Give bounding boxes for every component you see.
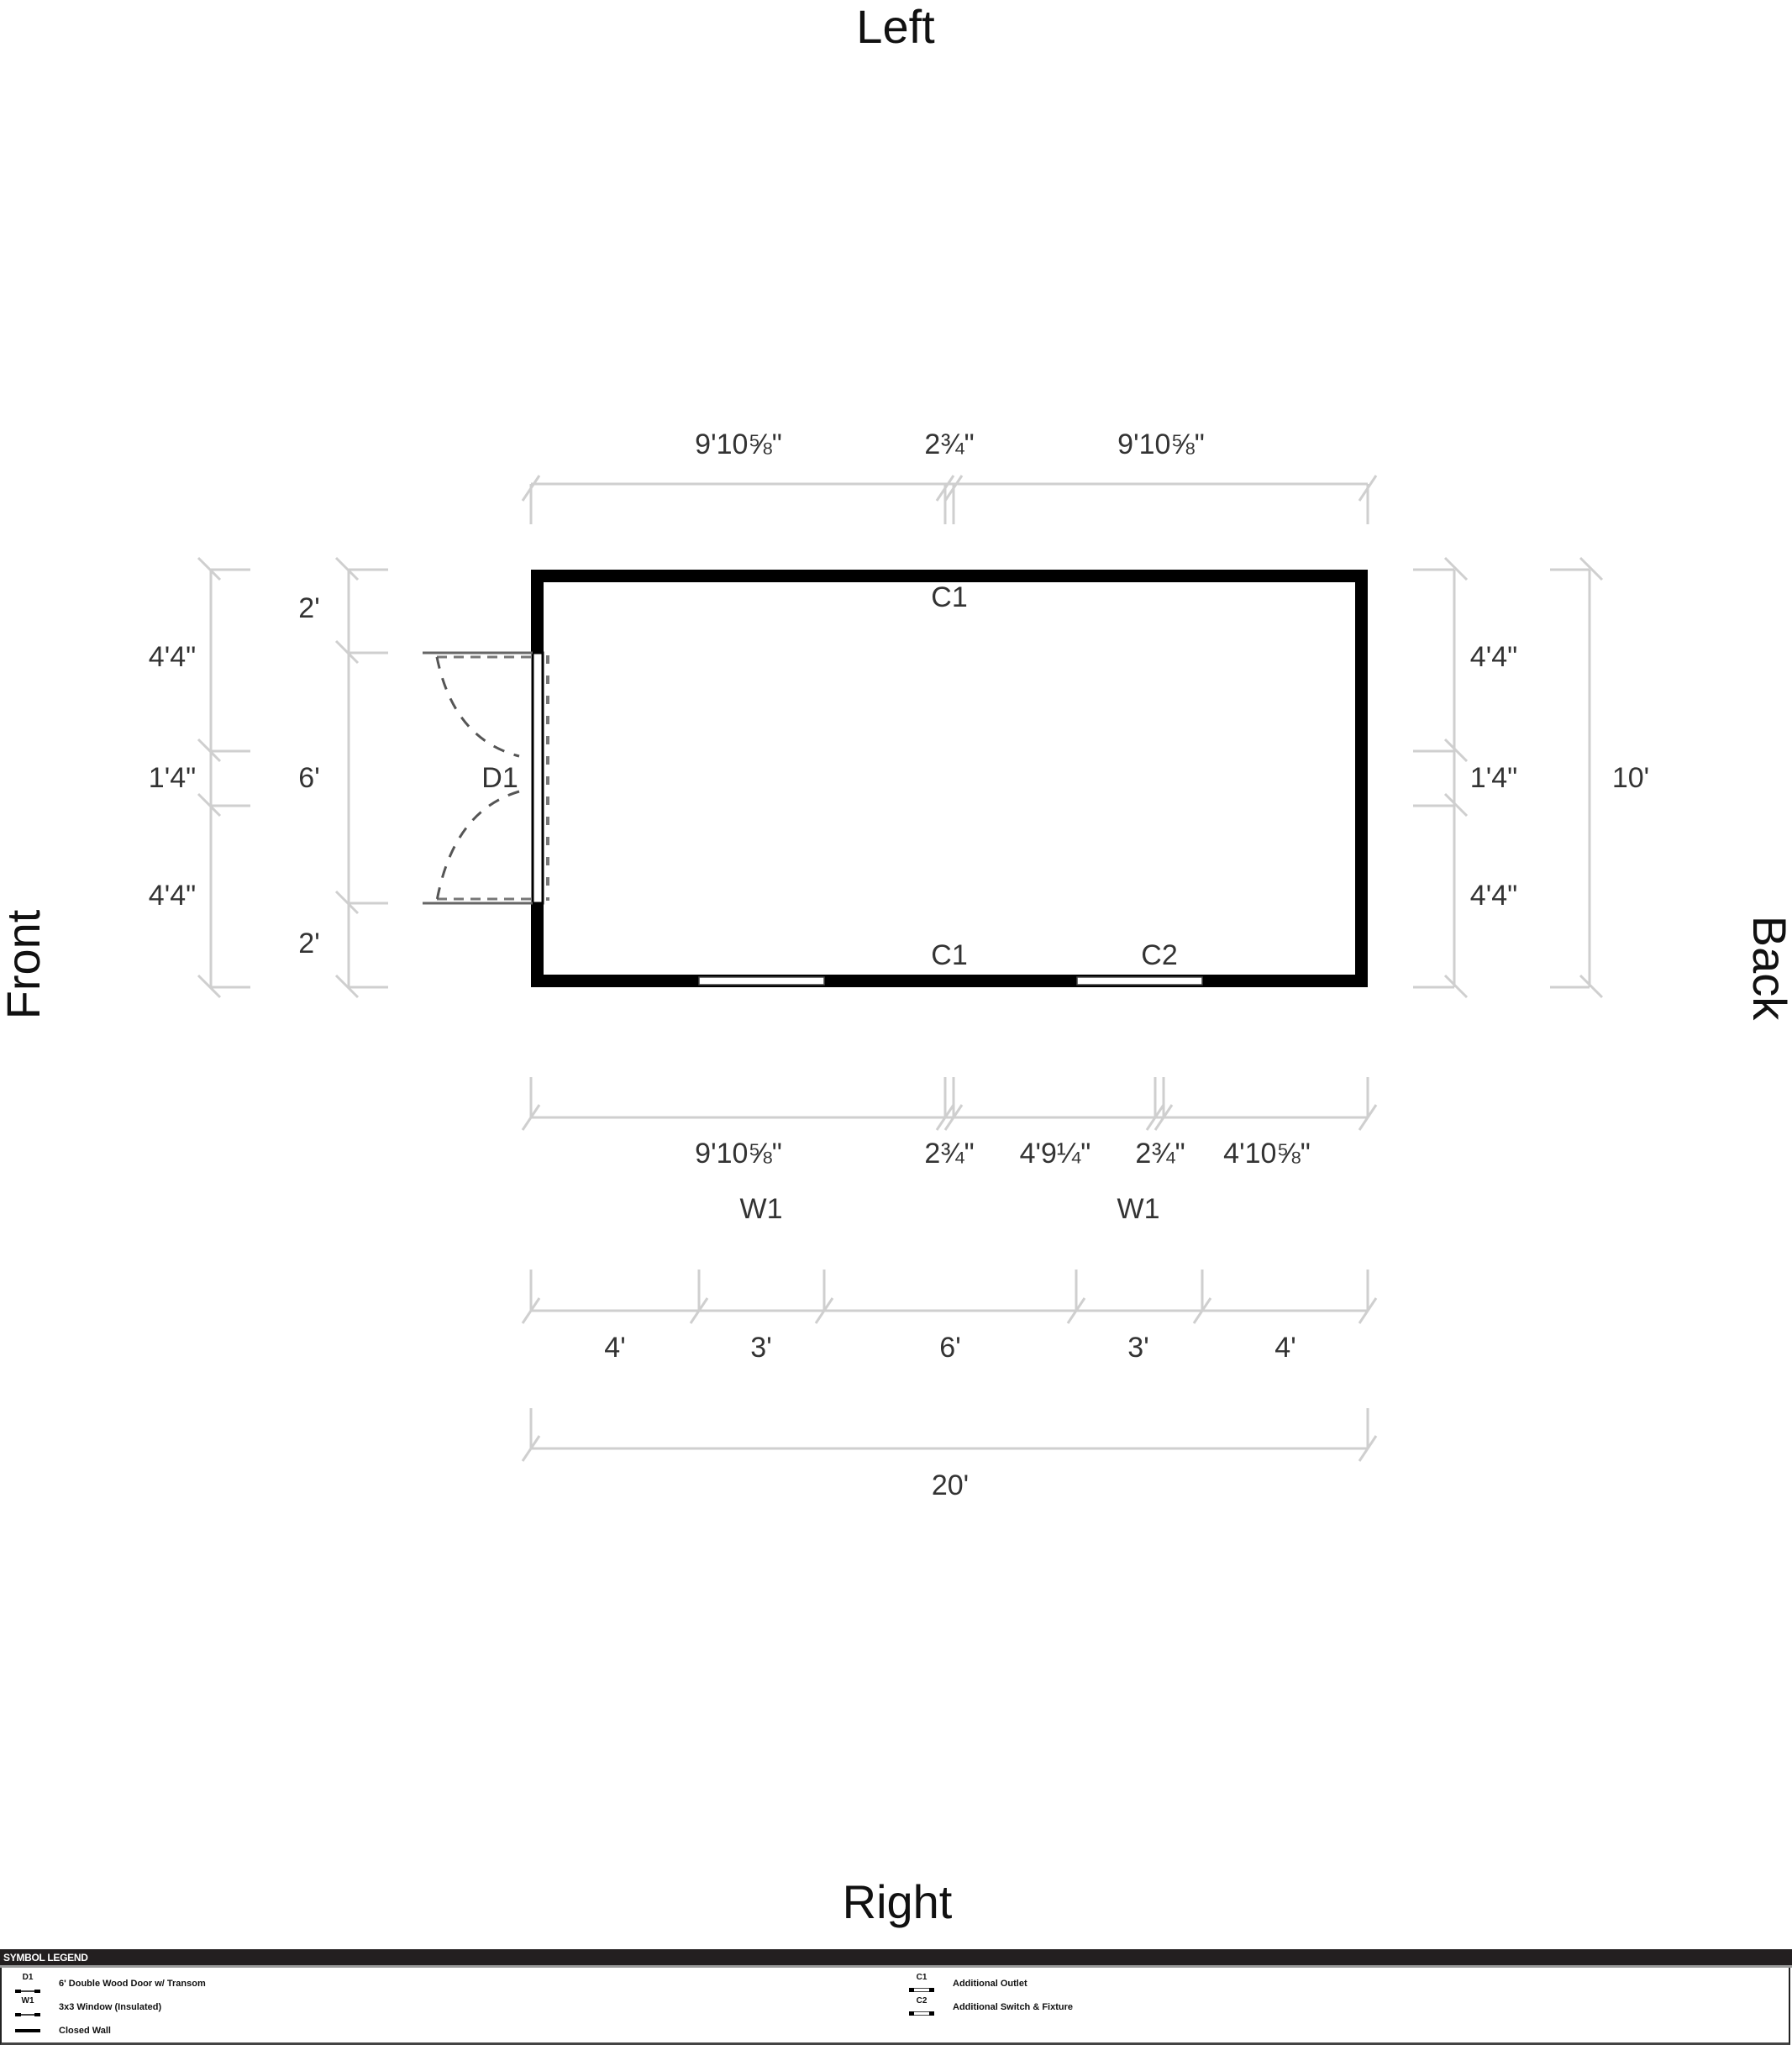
bottom-openings-dimension: 4' 3' 6' 3' 4'	[521, 1270, 1378, 1364]
legend-header: SYMBOL LEGEND	[0, 1949, 1792, 1968]
dim-back-total: 10'	[1612, 762, 1649, 794]
dim-front-outer-2: 1'4"	[149, 762, 196, 794]
outlet-tag-right-wall: C1	[931, 939, 967, 971]
dim-bottom-elec-3: 4'9¼"	[1020, 1138, 1091, 1170]
dim-bottom-open-5: 4'	[1274, 1332, 1295, 1364]
legend-body: D1 6' Double Wood Door w/ Transom W1 3x3…	[0, 1968, 1790, 2045]
legend-title: SYMBOL LEGEND	[3, 1952, 88, 1964]
legend-item-window: W1 3x3 Window (Insulated)	[13, 1996, 161, 2018]
bottom-electrical-dimension: 9'10⅝" 2¾" 4'9¼" 2¾" 4'10⅝"	[521, 1077, 1378, 1170]
dim-bottom-open-3: 6'	[939, 1332, 960, 1364]
switch-tag: C2	[1141, 939, 1177, 971]
window-2	[1076, 976, 1203, 986]
dim-back-2: 1'4"	[1470, 762, 1517, 794]
dim-back-3: 4'4"	[1470, 880, 1517, 912]
legend-code: W1	[21, 1996, 34, 2006]
legend-label: Additional Outlet	[953, 1979, 1027, 1989]
orientation-label-top: Left	[856, 0, 935, 53]
dim-bottom-elec-2: 2¾"	[924, 1138, 974, 1170]
dim-front-door-1: 2'	[298, 592, 319, 624]
dim-bottom-elec-1: 9'10⅝"	[695, 1138, 782, 1170]
orientation-label-bottom: Right	[842, 1875, 953, 1928]
back-inner-dimension: 4'4" 1'4" 4'4"	[1413, 556, 1517, 999]
dim-front-outer-1: 4'4"	[149, 641, 196, 673]
dim-bottom-open-1: 4'	[604, 1332, 625, 1364]
closed-wall-symbol-icon	[13, 2020, 42, 2042]
legend-code: C2	[916, 1996, 928, 2006]
back-total-dimension: 10'	[1550, 556, 1649, 999]
outlet-tag-left-wall: C1	[931, 581, 967, 613]
legend-code: D1	[22, 1973, 34, 1982]
walls	[531, 570, 1368, 987]
legend-label: 6' Double Wood Door w/ Transom	[59, 1979, 206, 1989]
door-d1: D1	[423, 651, 549, 905]
dim-bottom-elec-5: 4'10⅝"	[1223, 1138, 1311, 1170]
legend-item-switch-fixture: C2 Additional Switch & Fixture	[907, 1996, 1073, 2018]
legend-label: 3x3 Window (Insulated)	[59, 2002, 162, 2012]
dim-bottom-total: 20'	[932, 1469, 969, 1501]
window-symbol-icon: W1	[13, 1996, 42, 2018]
window-tag-2: W1	[1117, 1193, 1160, 1225]
legend-label: Closed Wall	[59, 2026, 111, 2036]
front-outer-dimension: 4'4" 1'4" 4'4"	[149, 556, 250, 999]
dim-front-door-3: 2'	[298, 928, 319, 959]
dim-front-outer-3: 4'4"	[149, 880, 196, 912]
dim-front-door-2: 6'	[298, 762, 319, 794]
symbol-legend: SYMBOL LEGEND D1 6' Double Wood Door w/ …	[0, 1949, 1792, 2045]
window-1	[698, 976, 825, 986]
legend-item-closed-wall: Closed Wall	[13, 2020, 111, 2042]
legend-label: Additional Switch & Fixture	[953, 2002, 1074, 2012]
door-tag: D1	[481, 762, 518, 794]
dim-back-1: 4'4"	[1470, 641, 1517, 673]
outlet-symbol-icon: C1	[907, 1973, 936, 1995]
dim-bottom-open-4: 3'	[1127, 1332, 1148, 1364]
bottom-total-dimension: 20'	[521, 1408, 1378, 1501]
door-symbol-icon: D1	[13, 1973, 42, 1995]
dim-bottom-elec-4: 2¾"	[1135, 1138, 1185, 1170]
legend-item-outlet: C1 Additional Outlet	[907, 1973, 1027, 1995]
window-tag-1: W1	[740, 1193, 783, 1225]
dim-top-1: 9'10⅝"	[695, 428, 782, 460]
legend-code: C1	[916, 1973, 928, 1982]
legend-item-door: D1 6' Double Wood Door w/ Transom	[13, 1973, 206, 1995]
switch-fixture-symbol-icon: C2	[907, 1996, 936, 2018]
dim-top-2: 2¾"	[924, 428, 974, 460]
floor-plan: 9'10⅝" 2¾" 9'10⅝" 4'4" 1'4" 4'4" 2' 6' 2…	[149, 428, 1649, 1501]
dim-top-3: 9'10⅝"	[1117, 428, 1205, 460]
front-door-dimension: 2' 6' 2'	[298, 556, 388, 999]
top-dimension: 9'10⅝" 2¾" 9'10⅝"	[521, 428, 1378, 524]
dim-bottom-open-2: 3'	[750, 1332, 771, 1364]
